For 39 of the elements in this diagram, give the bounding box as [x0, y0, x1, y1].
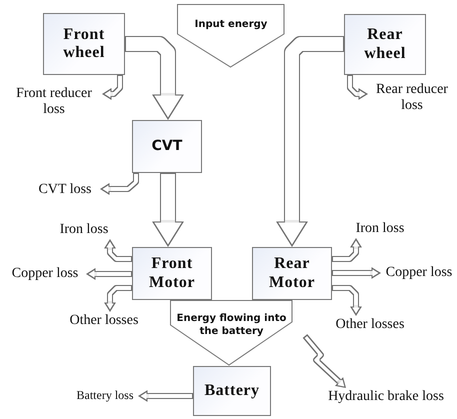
- component-box: [252, 247, 332, 300]
- flow-arrow: [332, 285, 362, 316]
- flow-arrow: [332, 238, 362, 262]
- component-box: [193, 366, 271, 416]
- flow-arrow: [104, 285, 132, 312]
- node-label: Rear Motor: [268, 255, 316, 292]
- component-box: [132, 120, 202, 173]
- loss-label: Rear reducer loss: [375, 82, 449, 114]
- flow-arrow: [100, 173, 139, 195]
- flow-arrow: [138, 390, 193, 402]
- node-label: Rear wheel: [363, 26, 407, 63]
- loss-label: Iron loss: [60, 222, 108, 238]
- node-label: Input energy: [194, 18, 268, 31]
- node-label: Energy flowing into the battery: [176, 312, 288, 338]
- node-label: Front wheel: [62, 26, 106, 62]
- loss-label: Copper loss: [386, 264, 452, 282]
- loss-label: Other losses: [70, 312, 138, 330]
- flow-arrow: [302, 334, 346, 388]
- loss-label: Other losses: [336, 316, 404, 334]
- component-box: [43, 13, 125, 75]
- loss-label: Front reducer loss: [15, 86, 93, 118]
- component-box: [132, 247, 212, 300]
- flow-arrow: [332, 267, 381, 279]
- component-box: [344, 14, 426, 75]
- flow-arrow: [86, 268, 132, 280]
- loss-label: Iron loss: [356, 220, 404, 238]
- loss-label: Battery loss: [76, 389, 134, 403]
- flow-arrow: [125, 36, 184, 120]
- node-label: Front Motor: [148, 255, 196, 292]
- flow-arrow: [276, 36, 344, 247]
- loss-label: Copper loss: [12, 266, 78, 282]
- node-label: CVT: [152, 137, 182, 156]
- loss-label: Hydraulic brake loss: [328, 388, 444, 406]
- node-label: Battery: [203, 382, 261, 400]
- loss-label: CVT loss: [38, 182, 92, 198]
- flow-arrow: [152, 173, 184, 247]
- flow-arrow: [102, 75, 123, 100]
- flow-arrow: [347, 75, 368, 100]
- flow-arrow: [104, 239, 132, 262]
